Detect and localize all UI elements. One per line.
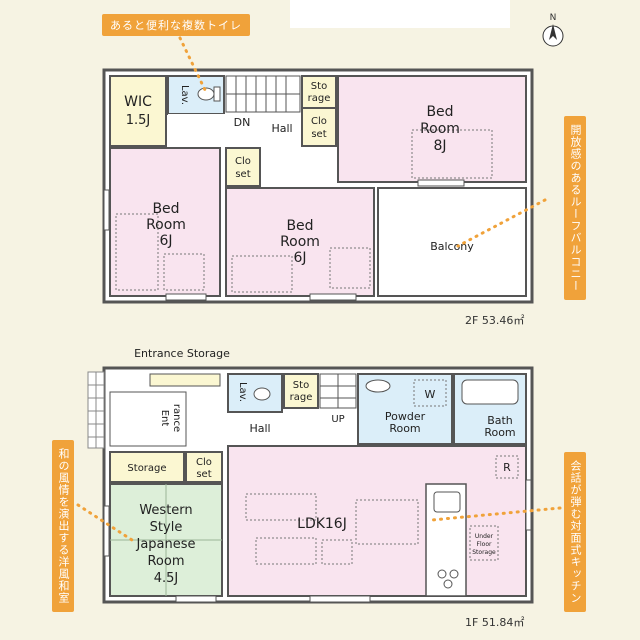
powder-label-2: Room <box>389 422 420 435</box>
compass-icon: N <box>542 13 564 47</box>
bath-label-1: Bath <box>487 414 513 427</box>
wic-label-2: 1.5J <box>126 113 151 128</box>
powder-label-1: Powder <box>385 410 426 423</box>
porch-tiles <box>87 371 105 449</box>
dn-label: DN <box>234 116 251 129</box>
storage-2f-label-1: Sto <box>311 81 327 92</box>
bed-west-label-3: 6J <box>159 233 172 249</box>
jp-label-1: Western <box>139 503 192 518</box>
balcony <box>377 187 527 297</box>
under-floor-storage <box>469 525 499 561</box>
jp-label-2: Style <box>150 520 183 535</box>
closet-1f-label-2: set <box>196 469 211 480</box>
entrance-storage-label: Entrance Storage <box>134 347 230 360</box>
sink-icon <box>365 379 391 393</box>
callout-leaders <box>76 36 562 542</box>
tatami-lines <box>110 484 222 596</box>
entrance-label-1: Ent <box>159 410 170 427</box>
storage-1f-label-1: Sto <box>293 380 309 391</box>
washer-icon <box>413 379 447 407</box>
closet-2f-2 <box>225 147 261 187</box>
stove-icon <box>437 569 459 589</box>
entrance-storage <box>149 373 221 387</box>
ldk-furniture <box>245 493 419 565</box>
storage-1f-2-label: Storage <box>127 463 166 474</box>
stairs-2f-icon <box>225 75 301 113</box>
ldk-room <box>227 445 527 597</box>
bedroom-center <box>225 187 375 297</box>
closet-1f <box>185 451 223 483</box>
storage-2f <box>301 75 337 109</box>
bathtub-icon <box>461 379 519 405</box>
storage-2f-label-2: rage <box>308 93 331 104</box>
hall-1f-label: Hall <box>249 422 270 435</box>
kitchen-sink-icon <box>433 491 461 513</box>
bed-west-label-2: Room <box>146 217 186 233</box>
refrigerator-label: R <box>503 461 511 474</box>
master-label-2: Room <box>420 121 460 137</box>
under-floor-label-2: Floor <box>477 541 492 548</box>
bed-center-icon <box>231 255 293 293</box>
master-bedroom <box>337 75 527 183</box>
closet-2f-2-label-1: Clo <box>235 156 251 167</box>
floor-2-plan: WIC 1.5J Lav. DN Hall Sto rage Clo set B… <box>102 68 534 327</box>
bed-center-label-3: 6J <box>293 250 306 266</box>
lav-1f-label: Lav. <box>237 382 248 402</box>
balcony-label: Balcony <box>430 240 474 253</box>
toilet-1f-icon <box>253 387 271 401</box>
desk-west-icon <box>163 253 205 291</box>
toilet-2f-tank-icon <box>213 86 221 102</box>
callout-balcony: 開放感のあるルーフバルコニー <box>564 116 586 300</box>
bath-label-2: Room <box>484 426 515 439</box>
jp-label-3: Japanese <box>135 537 195 552</box>
closet-2f-2-label-2: set <box>235 169 250 180</box>
storage-1f <box>283 373 319 409</box>
floor-1-plan: Entrance Storage Ent rance Lav. Sto rage… <box>87 347 534 629</box>
lav-2f-label: Lav. <box>179 85 190 105</box>
jp-label-5: 4.5J <box>154 571 179 586</box>
powder-room <box>357 373 453 445</box>
header-blank-box <box>290 0 510 28</box>
under-floor-label-1: Under <box>475 533 494 540</box>
closet-2f-1-label-2: set <box>311 129 326 140</box>
floor-1-area: 1F 51.84㎡ <box>465 616 524 629</box>
hall-2f <box>168 114 302 148</box>
bedroom-west <box>109 147 221 297</box>
desk-center-icon <box>329 247 371 289</box>
entrance <box>109 391 187 447</box>
under-floor-label-3: Storage <box>472 549 496 556</box>
entrance-label-2: rance <box>171 404 182 432</box>
compass-label: N <box>550 13 557 23</box>
bed-west-icon <box>115 213 159 291</box>
windows-1f <box>103 479 532 603</box>
callout-toilets: あると便利な複数トイレ <box>102 14 250 36</box>
bed-8j-icon <box>411 129 493 179</box>
closet-2f-1-label-1: Clo <box>311 116 327 127</box>
master-label-3: 8J <box>433 138 446 154</box>
storage-1f-2 <box>109 451 185 483</box>
floor-2-area: 2F 53.46㎡ <box>465 314 524 327</box>
wic-label-1: WIC <box>124 94 152 110</box>
up-label: UP <box>331 414 344 425</box>
bed-center-label-2: Room <box>280 234 320 250</box>
ldk-label: LDK16J <box>297 516 347 532</box>
refrigerator-icon <box>495 455 519 479</box>
windows-2f <box>103 179 465 301</box>
jp-label-4: Room <box>147 554 184 569</box>
closet-1f-label-1: Clo <box>196 457 212 468</box>
callout-japanese-room: 和の風情を演出する洋風和室 <box>52 440 74 612</box>
closet-2f-1 <box>301 107 337 147</box>
bed-west-label-1: Bed <box>152 201 179 217</box>
storage-1f-label-2: rage <box>290 392 313 403</box>
washer-label: W <box>425 388 436 401</box>
stairs-1f-icon <box>319 373 357 409</box>
wic-room <box>109 75 167 147</box>
callout-kitchen: 会話が弾む対面式キッチン <box>564 452 586 612</box>
bed-center-label-1: Bed <box>286 218 313 234</box>
hall-2f-label: Hall <box>271 122 292 135</box>
master-label-1: Bed <box>426 104 453 120</box>
